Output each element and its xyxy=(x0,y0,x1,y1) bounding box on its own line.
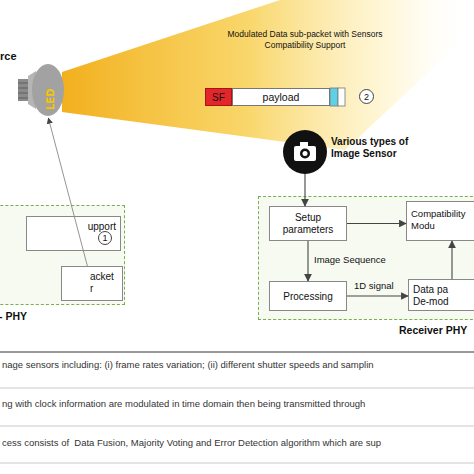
packet-title: Modulated Data sub-packet with Sensors C… xyxy=(222,29,388,51)
process-box: Setup parameters xyxy=(269,206,347,241)
edge-label: Image Sequence xyxy=(314,254,386,265)
screw-thread xyxy=(18,88,28,89)
camera-lens xyxy=(303,151,308,156)
node-text: Data pa De-mod xyxy=(413,284,451,308)
process-box: acket r xyxy=(61,266,123,301)
node-text: Compatibility Modu xyxy=(411,208,474,232)
table-cell: cess consists of Data Fusion, Majority V… xyxy=(2,437,381,448)
screw-thread xyxy=(18,98,28,99)
sync-field-box: SF xyxy=(205,88,232,106)
transmitter-panel: upportacket r- PHY xyxy=(0,205,125,305)
light-beam xyxy=(62,0,474,150)
payload-box: payload xyxy=(232,88,330,106)
node-text: upport xyxy=(88,221,116,232)
node-text: Processing xyxy=(270,282,346,310)
bulb-outline xyxy=(18,62,64,118)
screw-thread xyxy=(18,83,28,84)
node-text: SF xyxy=(206,89,231,105)
led-source: LED xyxy=(18,62,64,118)
node-text: Various types of Image Sensor xyxy=(331,136,425,160)
camera-body xyxy=(294,146,316,161)
bulb-base xyxy=(18,79,28,101)
bulb-glass xyxy=(32,64,64,116)
node-text: Receiver PHY xyxy=(399,324,467,336)
camera-disc xyxy=(283,130,327,174)
camera-lens xyxy=(300,149,310,159)
table-rule xyxy=(0,352,474,353)
end-field xyxy=(338,88,345,106)
edge-label: 1D signal xyxy=(354,280,394,291)
callout-number: 1 xyxy=(98,231,112,245)
table-rule xyxy=(0,463,474,464)
process-box: Compatibility Modu xyxy=(406,201,474,241)
source-label: rce xyxy=(0,50,17,62)
camera-outline xyxy=(283,130,327,174)
table-cell: ng with clock information are modulated … xyxy=(2,398,365,409)
clock-field xyxy=(330,88,338,106)
node-text: acket r xyxy=(90,271,118,295)
table-cell: nage sensors including: (i) frame rates … xyxy=(2,359,374,370)
callout-number: 2 xyxy=(359,89,374,104)
node-text: - PHY xyxy=(0,310,27,322)
node-text: payload xyxy=(233,89,329,105)
camera-icon: Various types of Image Sensor xyxy=(283,130,327,174)
table-rule xyxy=(0,388,474,389)
table-rule xyxy=(0,426,474,427)
node-text: Setup parameters xyxy=(270,207,346,240)
process-box: Processing xyxy=(269,281,347,311)
node-text: LED xyxy=(45,70,56,110)
process-box: Data pa De-mod xyxy=(408,279,474,311)
screw-thread xyxy=(18,93,28,94)
